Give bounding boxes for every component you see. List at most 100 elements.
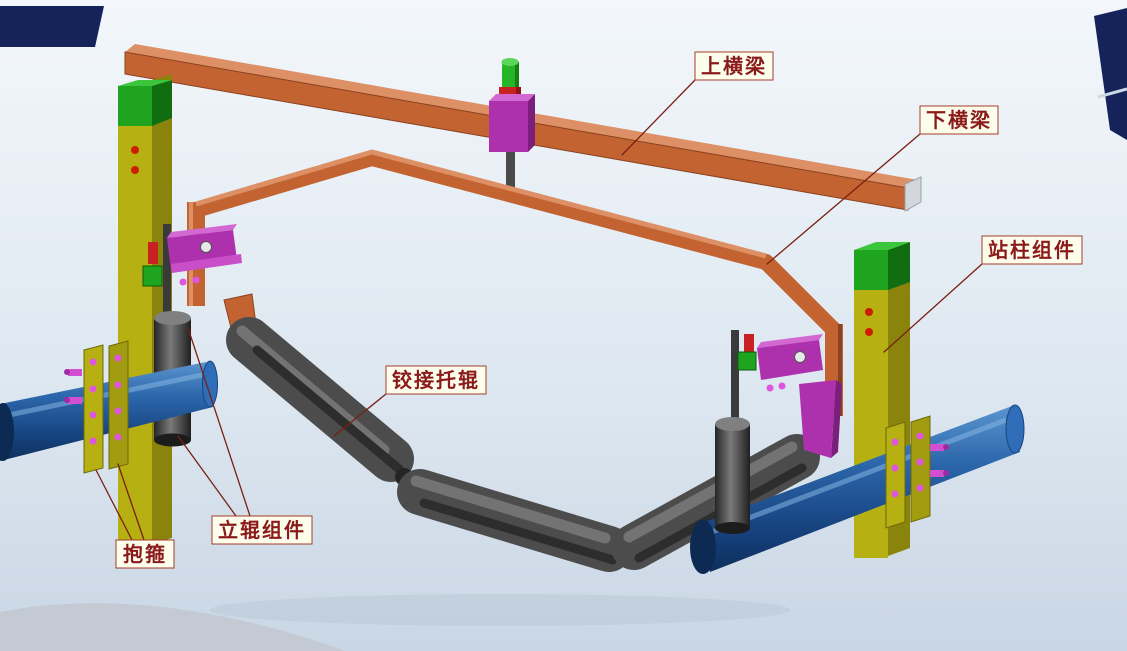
center-block-front (489, 101, 528, 152)
right-clamp (885, 415, 949, 529)
center-screw-assembly (489, 58, 535, 200)
lower-beam-main (193, 150, 840, 336)
left-clamp-bolt-dot (114, 433, 122, 441)
right-vertical-roller-bottom (715, 522, 750, 534)
center-bolt-top (501, 58, 519, 66)
right-pipe-highlight (711, 417, 1007, 535)
leader-clamp-2 (117, 463, 145, 541)
label-clamp-text: 抱箍 (123, 542, 167, 566)
annotations: 上横梁 下横梁 站柱组件 铰接托辊 立辊组件 (95, 51, 1083, 569)
center-pin (506, 150, 515, 200)
label-clamp: 抱箍 (95, 463, 175, 569)
right-bracket-pink-bolt-1 (766, 384, 774, 392)
left-clamp-bolt-dot (89, 358, 97, 366)
right-bracket-front (757, 340, 823, 380)
label-upper-beam: 上横梁 (621, 51, 774, 156)
left-pipe-end-left (0, 403, 14, 461)
right-guide-rod (731, 330, 739, 428)
left-clamp-plate-2 (108, 340, 129, 470)
label-hinged-idler-text: 铰接托辊 (392, 368, 480, 392)
roller-shade (252, 345, 404, 474)
right-column-green-side (888, 242, 910, 290)
left-column-green-top (118, 80, 172, 86)
left-bracket-nut-green (142, 265, 163, 287)
left-clamp-bolt-dot (89, 411, 97, 419)
right-bracket-top (757, 334, 823, 348)
leader-hinged-idler (333, 393, 387, 437)
right-clamp-side-bolt-2 (930, 470, 944, 477)
left-pipe-body (0, 362, 213, 461)
right-clamp-side-bolt-1 (930, 444, 944, 451)
right-column-green-top (854, 242, 910, 250)
label-vertical-roller-box (211, 515, 313, 545)
label-vertical-roller-text: 立辊组件 (218, 518, 306, 542)
right-vertical-roller-top (715, 417, 750, 431)
label-column-assembly: 站柱组件 (883, 235, 1083, 353)
label-hinged-idler-box (385, 365, 487, 395)
right-bracket-bolt-red (744, 334, 754, 354)
leader-clamp-1 (95, 469, 133, 541)
label-upper-beam-box (694, 51, 774, 81)
slide-corner-top-left (0, 6, 104, 47)
left-clamp-bolt-dot (114, 407, 122, 415)
slide-corner-top-right (1094, 8, 1127, 140)
left-bracket-pink-bolt-1 (179, 278, 187, 286)
leader-upper-beam (621, 79, 696, 156)
trough-roller-center (397, 469, 632, 572)
left-column-front (118, 126, 152, 544)
left-column-green-block (118, 86, 152, 126)
left-column-bolt-2 (131, 166, 139, 174)
leader-lower-beam (766, 133, 921, 265)
right-bracket-nut-green (737, 351, 757, 371)
center-block-top (489, 94, 535, 101)
right-clamp-bolt-dot (891, 464, 899, 472)
left-guide-rod (163, 224, 171, 322)
right-column-bolt-1 (865, 308, 873, 316)
roller-sheen (236, 325, 390, 456)
center-block-side (528, 94, 535, 152)
roller-shade (419, 498, 618, 565)
right-clamp-bolt-dot (891, 438, 899, 446)
left-clamp-side-bolt-tip-2 (64, 397, 70, 403)
left-bracket-pink-bolt-2 (192, 276, 200, 284)
right-vertical-roller (715, 417, 750, 534)
right-pipe-end-left (690, 520, 716, 574)
left-column-bolt-1 (131, 146, 139, 154)
right-vertical-roller-body (715, 424, 750, 528)
right-triangle-bracket-side (831, 380, 842, 458)
right-clamp-side-bolt-tip-1 (943, 444, 949, 450)
label-hinged-idler: 铰接托辊 (333, 365, 487, 437)
left-bracket-arm (171, 254, 242, 273)
right-clamp-plate-1 (885, 421, 906, 529)
right-bracket-assembly (731, 330, 842, 458)
roller-body (397, 469, 632, 572)
right-column-bolt-2 (865, 328, 873, 336)
left-clamp-bolt-dot (114, 381, 122, 389)
right-bracket-pin-hole (794, 351, 806, 363)
left-clamp-side-bolt-2 (68, 397, 82, 404)
slide-swoosh (0, 603, 345, 651)
left-vertical-roller-top (154, 311, 191, 325)
right-clamp-bolt-dot (916, 432, 924, 440)
right-triangle-bracket (799, 380, 836, 458)
label-column-assembly-box (981, 235, 1083, 265)
left-bracket-top (167, 224, 237, 238)
upper-beam-end-cap (904, 176, 922, 212)
center-bolt-green (502, 62, 519, 88)
right-clamp-bolt-dot (916, 484, 924, 492)
floor-shadow (210, 594, 790, 626)
left-clamp-bolt-dot (114, 354, 122, 362)
label-vertical-roller-assembly: 立辊组件 (177, 327, 313, 545)
label-lower-beam: 下横梁 (766, 105, 999, 265)
left-clamp-bolt-dot (89, 385, 97, 393)
lower-beam-highlight (195, 149, 767, 259)
right-column-green-block (854, 250, 888, 290)
left-bracket-bolt-red (148, 242, 158, 264)
leader-vertical-roller-2 (187, 327, 251, 517)
trough-roller-left (226, 317, 414, 482)
label-lower-beam-text: 下横梁 (926, 108, 992, 132)
right-clamp-bolt-dot (891, 490, 899, 498)
right-clamp-bolt-dot (916, 458, 924, 466)
